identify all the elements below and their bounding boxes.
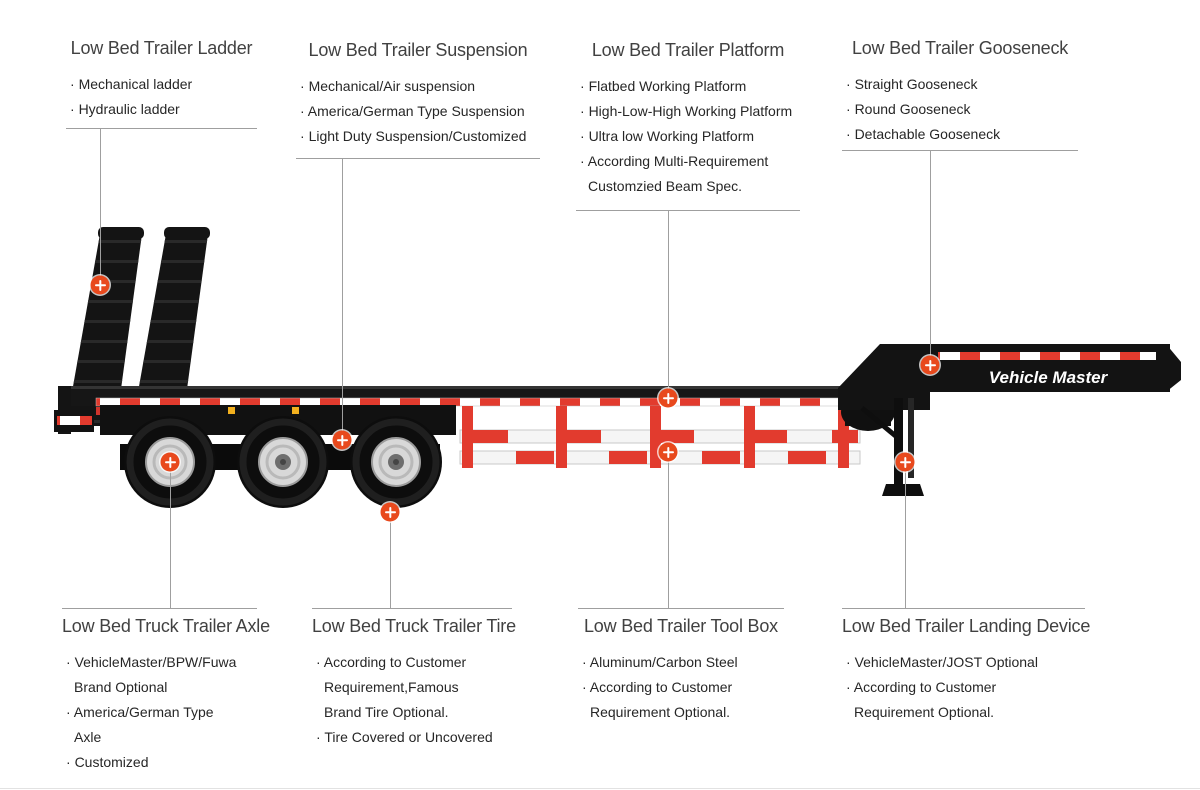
callout-item: VehicleMaster/JOST Optional xyxy=(842,650,1047,675)
leader-line-tire-v xyxy=(390,521,391,608)
leader-line-tire-h xyxy=(312,608,512,609)
callout-tire: Low Bed Truck Trailer Tire According to … xyxy=(312,616,516,750)
callout-item: Flatbed Working Platform xyxy=(576,74,800,99)
callout-items: Mechanical/Air suspension America/German… xyxy=(296,74,540,149)
callout-item: Customized xyxy=(62,750,240,775)
plus-marker-platform xyxy=(658,388,678,408)
callout-item: Ultra low Working Platform xyxy=(576,124,800,149)
callout-items: VehicleMaster/BPW/Fuwa Brand Optional Am… xyxy=(62,650,240,775)
wheel-2 xyxy=(237,416,329,508)
wheel-3 xyxy=(350,416,442,508)
callout-suspension: Low Bed Trailer Suspension Mechanical/Ai… xyxy=(296,40,540,149)
brand-label: Vehicle Master xyxy=(989,368,1109,387)
callout-landing: Low Bed Trailer Landing Device VehicleMa… xyxy=(842,616,1091,725)
callout-item: According Multi-Requirement Customzied B… xyxy=(576,149,800,199)
callout-title: Low Bed Trailer Platform xyxy=(591,40,785,60)
callout-item: VehicleMaster/BPW/Fuwa Brand Optional xyxy=(62,650,240,700)
callout-item: Hydraulic ladder xyxy=(66,97,257,122)
callout-toolbox: Low Bed Trailer Tool Box Aluminum/Carbon… xyxy=(578,616,784,725)
callout-title: Low Bed Trailer Tool Box xyxy=(584,616,778,636)
callout-title: Low Bed Truck Trailer Axle xyxy=(62,616,270,636)
plus-marker-gooseneck xyxy=(920,355,940,375)
leader-line-toolbox-v xyxy=(668,461,669,608)
landing-gear xyxy=(860,398,924,496)
leader-line-platform-v xyxy=(668,210,669,389)
side-guard xyxy=(459,406,861,468)
leader-line-axle-v xyxy=(170,471,171,608)
leader-line-gooseneck-v xyxy=(930,150,931,356)
callout-title: Low Bed Truck Trailer Tire xyxy=(312,616,516,636)
callout-item: America/German Type Axle xyxy=(62,700,240,750)
callout-items: Mechanical ladder Hydraulic ladder xyxy=(66,72,257,122)
callout-items: Straight Gooseneck Round Gooseneck Detac… xyxy=(842,72,1078,147)
plus-marker-suspension xyxy=(332,430,352,450)
ramp-right xyxy=(132,227,210,426)
leader-line-ladder-h xyxy=(66,128,257,129)
leader-line-axle-h xyxy=(62,608,257,609)
callout-item: Aluminum/Carbon Steel xyxy=(578,650,778,675)
callout-platform: Low Bed Trailer Platform Flatbed Working… xyxy=(576,40,800,199)
leader-line-landing-h xyxy=(842,608,1085,609)
platform-deck xyxy=(54,386,906,434)
plus-marker-landing xyxy=(895,452,915,472)
callout-title: Low Bed Trailer Gooseneck xyxy=(851,38,1069,58)
page-bottom-rule xyxy=(0,788,1200,789)
callout-item: Round Gooseneck xyxy=(842,97,1078,122)
callout-items: According to Customer Requirement,Famous… xyxy=(312,650,497,750)
callout-items: VehicleMaster/JOST Optional According to… xyxy=(842,650,1047,725)
plus-marker-axle xyxy=(160,452,180,472)
leader-line-ladder-v xyxy=(100,128,101,276)
plus-marker-ladder xyxy=(90,275,110,295)
leader-line-suspension-h xyxy=(296,158,540,159)
callout-item: Light Duty Suspension/Customized xyxy=(296,124,540,149)
leader-line-platform-h xyxy=(576,210,800,211)
plus-marker-toolbox xyxy=(658,442,678,462)
callout-items: Aluminum/Carbon Steel According to Custo… xyxy=(578,650,778,725)
callout-title: Low Bed Trailer Ladder xyxy=(70,38,253,58)
callout-ladder: Low Bed Trailer Ladder Mechanical ladder… xyxy=(66,38,257,122)
callout-title: Low Bed Trailer Suspension xyxy=(308,40,528,60)
callout-item: America/German Type Suspension xyxy=(296,99,540,124)
callout-item: Mechanical/Air suspension xyxy=(296,74,540,99)
callout-title: Low Bed Trailer Landing Device xyxy=(842,616,1091,636)
callout-item: Detachable Gooseneck xyxy=(842,122,1078,147)
callout-item: Mechanical ladder xyxy=(66,72,257,97)
leader-line-landing-v xyxy=(905,471,906,608)
callout-axle: Low Bed Truck Trailer Axle VehicleMaster… xyxy=(62,616,270,775)
callout-item: Straight Gooseneck xyxy=(842,72,1078,97)
callout-item: Tire Covered or Uncovered xyxy=(312,725,497,750)
leader-line-gooseneck-h xyxy=(842,150,1078,151)
callout-item: High-Low-High Working Platform xyxy=(576,99,800,124)
callout-item: According to Customer Requirement Option… xyxy=(578,675,778,725)
callout-gooseneck: Low Bed Trailer Gooseneck Straight Goose… xyxy=(842,38,1078,147)
callout-item: According to Customer Requirement Option… xyxy=(842,675,1047,725)
leader-line-suspension-v xyxy=(342,158,343,431)
ramp-left xyxy=(66,227,144,426)
gooseneck: Vehicle Master xyxy=(838,344,1181,431)
leader-line-toolbox-h xyxy=(578,608,784,609)
callout-items: Flatbed Working Platform High-Low-High W… xyxy=(576,74,800,199)
plus-marker-tire xyxy=(380,502,400,522)
callout-item: According to Customer Requirement,Famous… xyxy=(312,650,497,725)
